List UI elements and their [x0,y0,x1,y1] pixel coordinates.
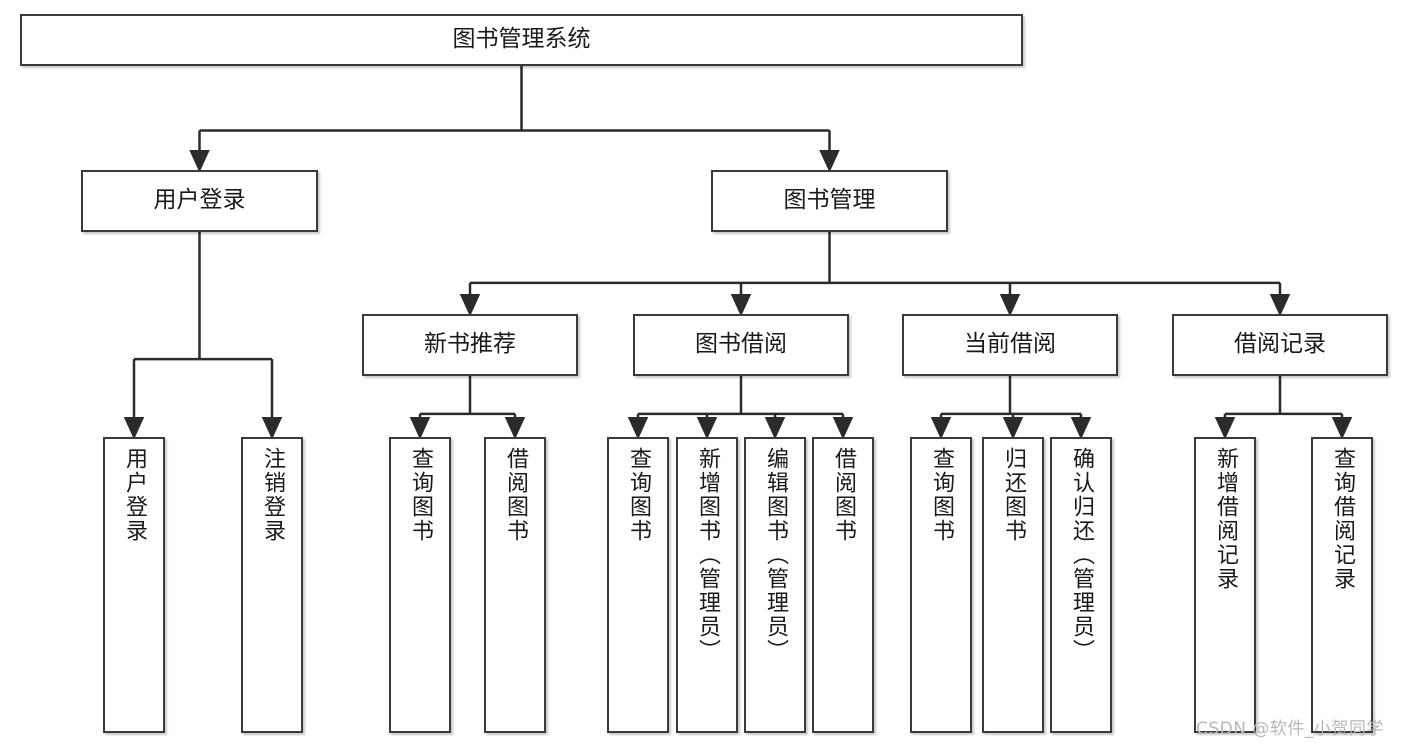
node-label: 借阅图书 [503,447,528,543]
node-label: 归还图书 [1001,447,1026,543]
node-root[interactable]: 图书管理系统 [20,14,1023,66]
node-leaf-borrow-3[interactable]: 编辑图书（管理员） [744,437,806,733]
node-label: 用户登录 [153,187,246,214]
node-label: 用户登录 [122,447,147,543]
node-leaf-login-2[interactable]: 注销登录 [241,437,303,733]
node-label: 编辑图书（管理员） [763,447,788,663]
node-leaf-new-1[interactable]: 查询图书 [389,437,451,733]
node-login[interactable]: 用户登录 [81,170,318,232]
node-label: 图书管理 [783,187,876,214]
node-leaf-rec-1[interactable]: 新增借阅记录 [1194,437,1256,733]
node-label: 当前借阅 [964,331,1056,358]
node-label: 查询图书 [408,447,433,543]
node-label: 新增图书（管理员） [695,447,720,663]
node-leaf-rec-2[interactable]: 查询借阅记录 [1311,437,1373,733]
node-leaf-borrow-4[interactable]: 借阅图书 [812,437,874,733]
node-label: 借阅记录 [1234,331,1326,358]
node-leaf-new-2[interactable]: 借阅图书 [484,437,546,733]
node-label: 查询借阅记录 [1330,447,1355,591]
node-label: 图书借阅 [695,331,787,358]
node-leaf-borrow-2[interactable]: 新增图书（管理员） [676,437,738,733]
node-current[interactable]: 当前借阅 [902,314,1118,376]
node-leaf-cur-3[interactable]: 确认归还（管理员） [1050,437,1112,733]
node-label: 注销登录 [260,447,285,543]
node-label: 图书管理系统 [452,26,591,53]
node-label: 新增借阅记录 [1213,447,1238,591]
node-label: 借阅图书 [831,447,856,543]
node-label: 查询图书 [929,447,954,543]
node-newbook[interactable]: 新书推荐 [362,314,578,376]
node-leaf-cur-2[interactable]: 归还图书 [982,437,1044,733]
node-leaf-cur-1[interactable]: 查询图书 [910,437,972,733]
node-leaf-login-1[interactable]: 用户登录 [103,437,165,733]
node-label: 新书推荐 [424,331,516,358]
node-label: 查询图书 [626,447,651,543]
node-bookmgmt[interactable]: 图书管理 [711,170,948,232]
node-borrow[interactable]: 图书借阅 [633,314,849,376]
node-label: 确认归还（管理员） [1069,447,1094,663]
node-leaf-borrow-1[interactable]: 查询图书 [607,437,669,733]
node-records[interactable]: 借阅记录 [1172,314,1388,376]
